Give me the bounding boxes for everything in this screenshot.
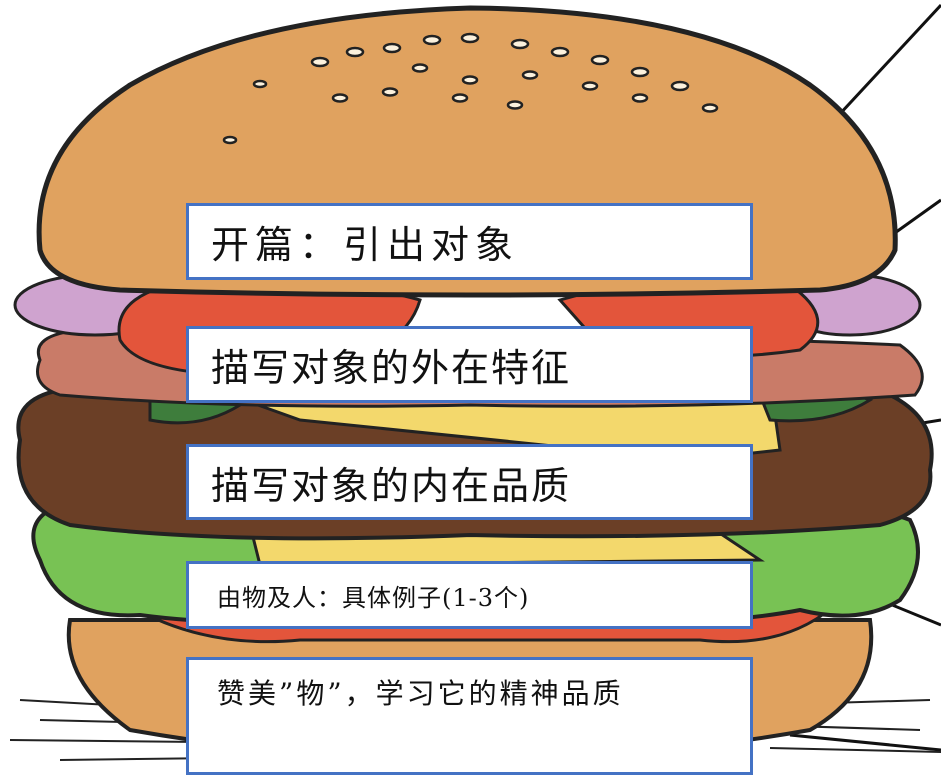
label-external-features: 描写对象的外在特征 xyxy=(186,326,753,403)
label-examples: 由物及人：具体例子(1-3个) xyxy=(186,561,753,629)
label-praise: 赞美”物”，学习它的精神品质 xyxy=(186,657,753,775)
sesame-seeds xyxy=(222,32,719,145)
label-examples-text: 由物及人：具体例子(1-3个) xyxy=(217,583,530,612)
label-praise-text: 赞美”物”，学习它的精神品质 xyxy=(217,677,624,710)
label-opening: 开篇：引出对象 xyxy=(186,203,753,280)
label-external-features-text: 描写对象的外在特征 xyxy=(211,346,572,390)
label-inner-qualities-text: 描写对象的内在品质 xyxy=(211,463,572,508)
label-inner-qualities: 描写对象的内在品质 xyxy=(186,444,753,520)
label-opening-text: 开篇：引出对象 xyxy=(211,223,520,267)
